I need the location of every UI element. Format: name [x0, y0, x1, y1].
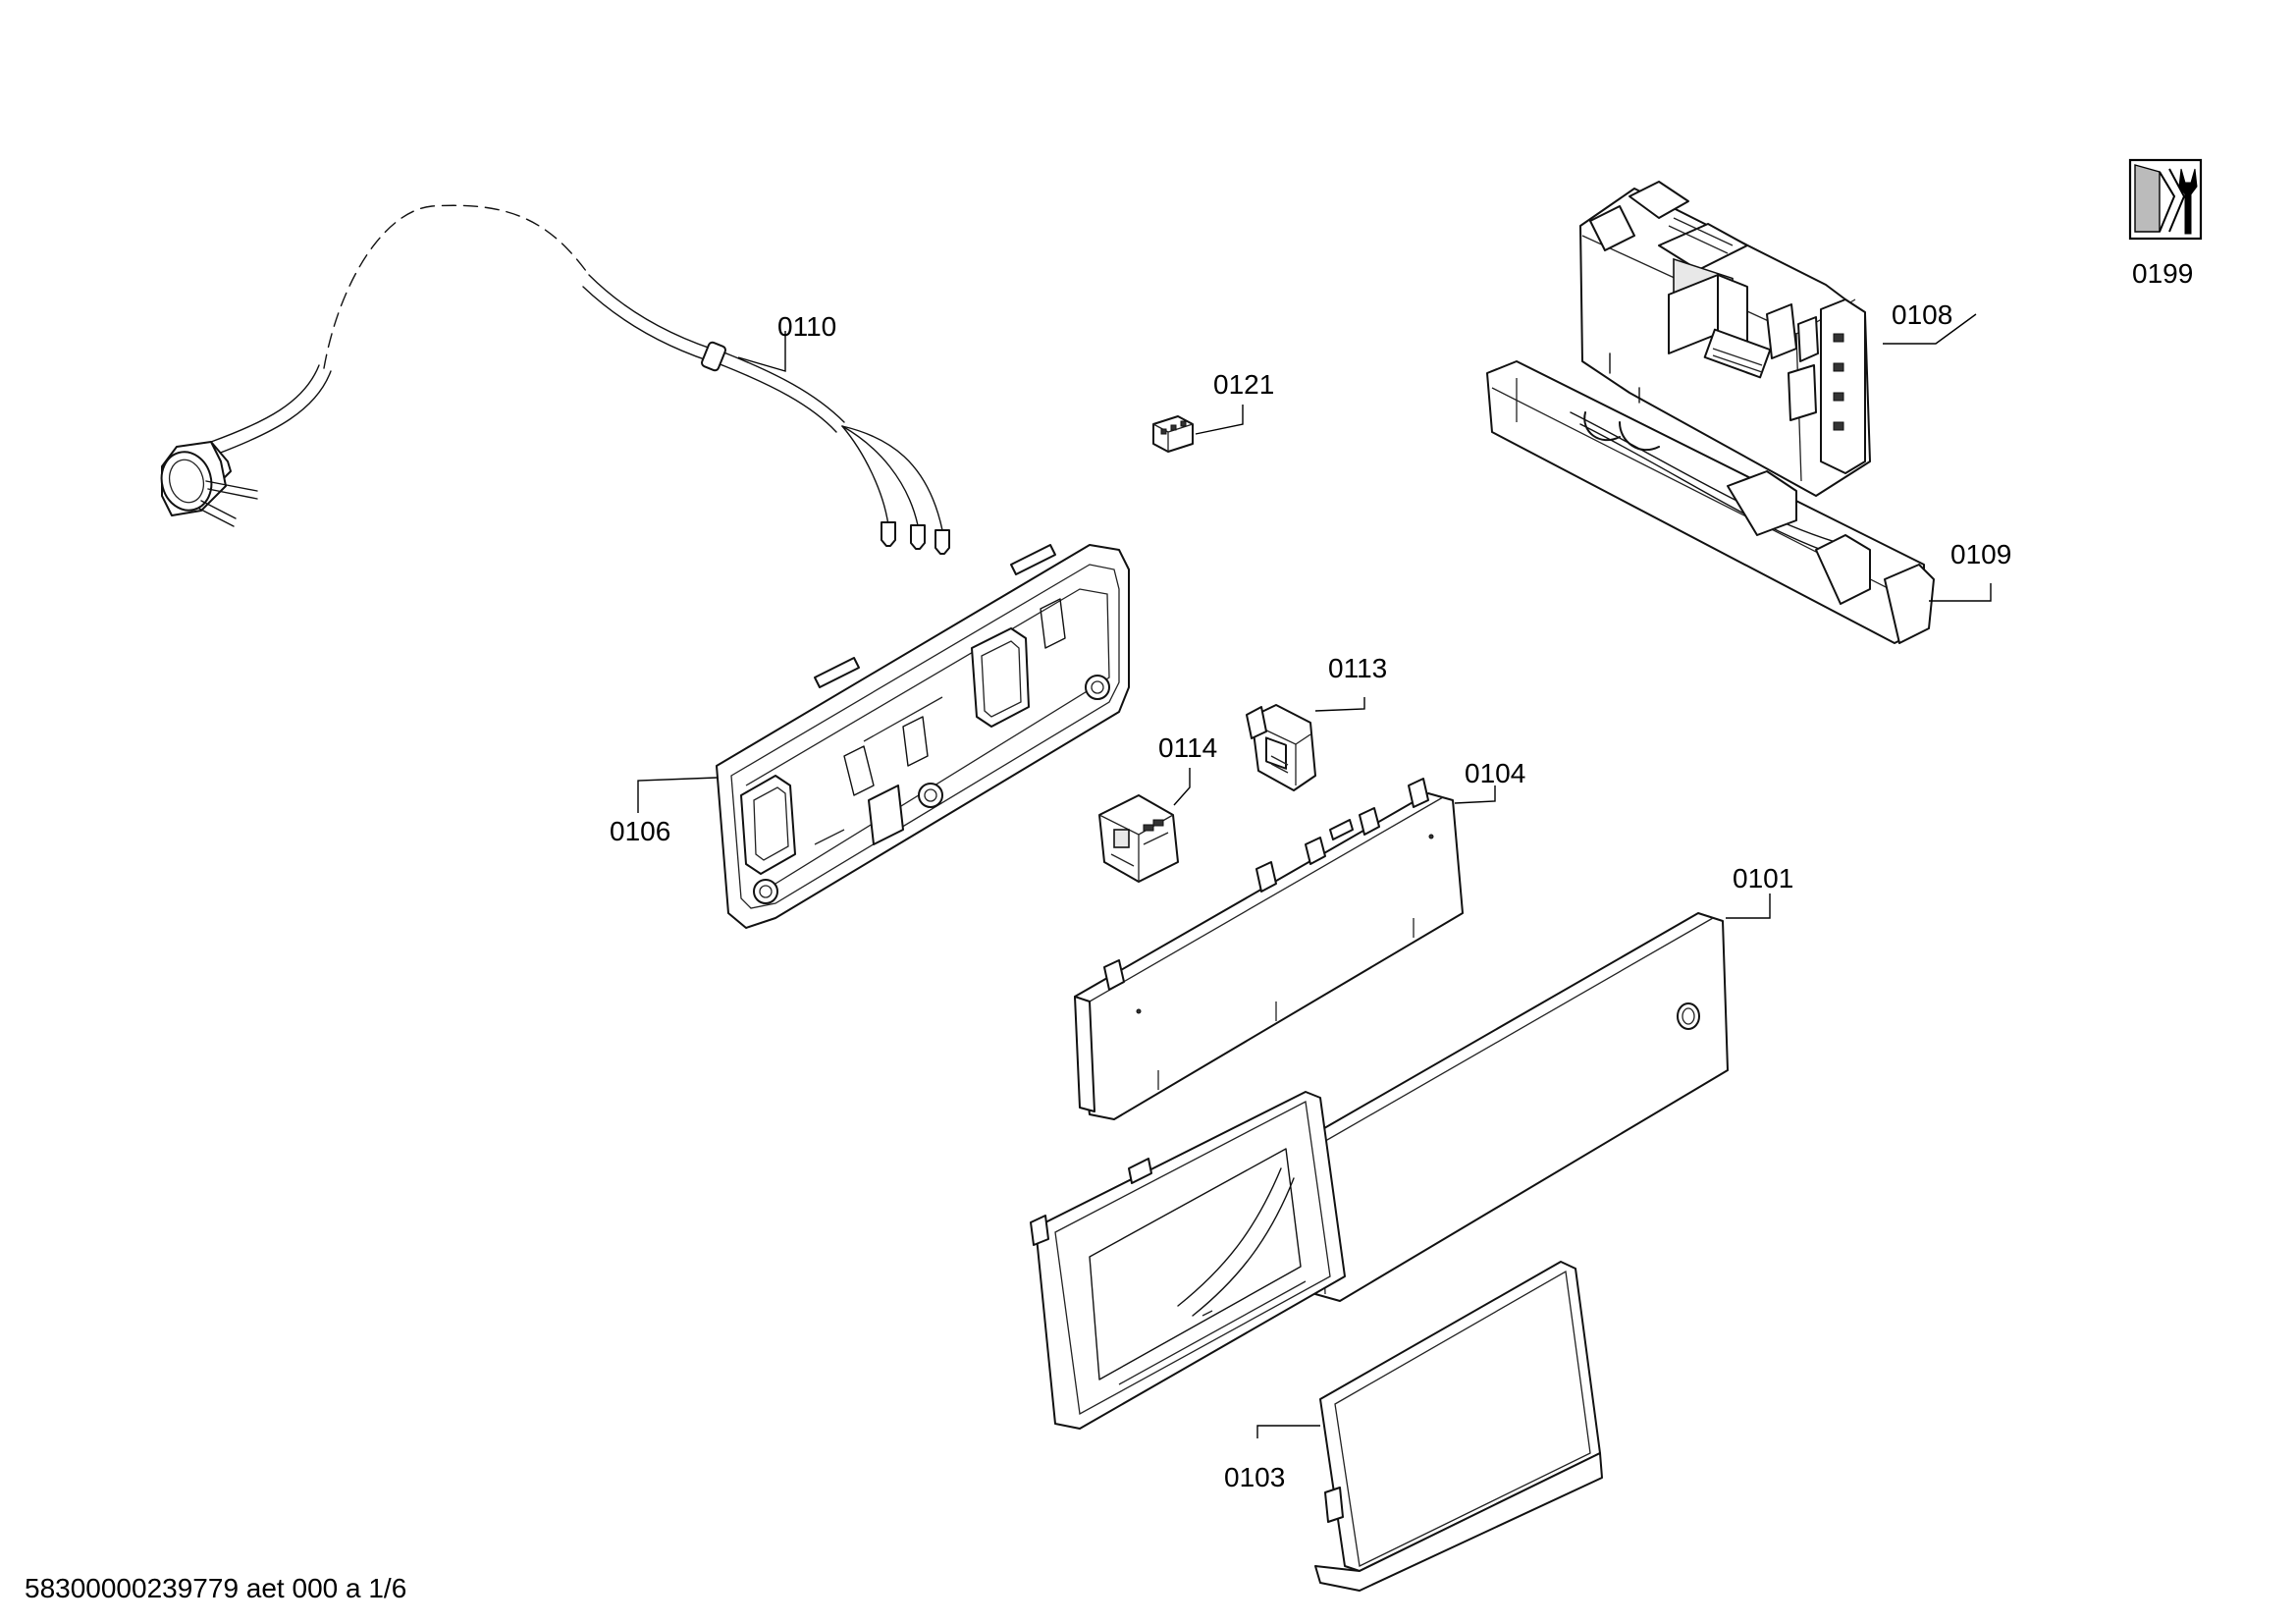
- part-label-0108: 0108: [1892, 299, 1952, 330]
- bracket-0113: [1246, 704, 1316, 791]
- service-icon-label: 0199: [2132, 258, 2193, 289]
- module-holder-0109: [1486, 360, 1935, 644]
- dispenser-drawer-frame: [1030, 1091, 1346, 1430]
- document-code: 58300000239779 aet 000 a 1/6: [25, 1573, 406, 1603]
- power-cord-0110: [160, 204, 950, 555]
- leader-0104: [1454, 785, 1496, 804]
- part-label-0106: 0106: [610, 816, 670, 846]
- part-label-0103: 0103: [1224, 1462, 1285, 1492]
- leader-0108: [1883, 313, 1977, 345]
- leader-0103: [1256, 1425, 1320, 1438]
- leader-0101: [1726, 893, 1771, 919]
- part-label-0114: 0114: [1158, 732, 1217, 763]
- part-labels: 0108 0109 0110 0121 0113 0114 0104 0101 …: [610, 258, 2193, 1492]
- fascia-panel-0101: [1305, 912, 1729, 1302]
- leader-0106: [637, 777, 718, 813]
- pcb-0114: [1098, 794, 1179, 883]
- leader-0109: [1929, 583, 1992, 602]
- leader-0113: [1314, 697, 1365, 712]
- part-label-0101: 0101: [1733, 863, 1793, 893]
- wrench-service-icon: [2128, 158, 2203, 241]
- part-label-0113: 0113: [1328, 653, 1387, 683]
- leader-lines: [637, 313, 1992, 1438]
- drawer-panel-0103: [1314, 1261, 1603, 1592]
- display-carrier-0104: [1074, 778, 1464, 1120]
- electronic-module-0108: [1579, 181, 1871, 497]
- rear-frame-0106: [716, 544, 1130, 929]
- leader-0121: [1195, 405, 1244, 435]
- part-label-0104: 0104: [1465, 758, 1525, 788]
- connector-0121: [1152, 415, 1194, 453]
- part-label-0109: 0109: [1950, 539, 2011, 569]
- leader-0114: [1173, 768, 1191, 806]
- part-label-0110: 0110: [777, 311, 836, 342]
- leader-0110: [737, 331, 786, 372]
- part-label-0121: 0121: [1213, 369, 1274, 400]
